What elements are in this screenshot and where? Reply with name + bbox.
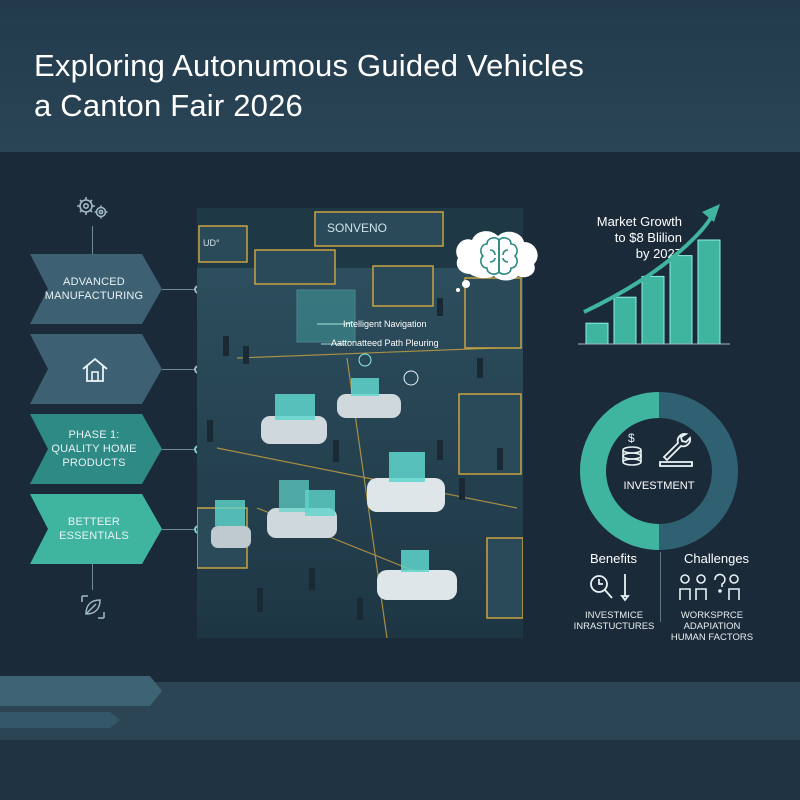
title-line-1: Exploring Autonumous Guided Vehicles — [34, 48, 585, 83]
investment-label: INVESTMENT — [623, 480, 695, 492]
dollar-marker — [403, 370, 419, 386]
question-icon — [714, 573, 740, 600]
footer-accent-band — [0, 676, 162, 706]
growth-arrow-head — [702, 204, 720, 222]
market-line: to $8 Blilion — [614, 230, 682, 245]
navigation-marker — [358, 353, 372, 367]
house-icon — [82, 357, 108, 382]
thought-bubble — [456, 231, 538, 292]
growth-bar — [669, 255, 693, 345]
growth-bar — [585, 322, 609, 345]
challenges-line: ADAPIATION — [683, 621, 741, 632]
footer-base — [0, 740, 800, 800]
challenges-text: WORKSPRCE ADAPIATION HUMAN FACTORS — [664, 610, 760, 643]
stage-label: ADVANCED MANUFACTURING — [44, 254, 144, 324]
header-banner: Exploring Autonumous Guided Vehicles a C… — [0, 0, 800, 152]
chevron-shape — [30, 414, 162, 484]
svg-text:$: $ — [628, 431, 635, 445]
timeline-line — [92, 226, 93, 254]
callout-intelligent-navigation: Intelligent Navigation — [343, 319, 427, 329]
challenges-line: HUMAN FACTORS — [670, 632, 754, 643]
stage-line: MANUFACTURING — [44, 290, 144, 302]
stage-line: PHASE 1: — [68, 429, 120, 441]
connector — [162, 449, 196, 450]
growth-bar — [613, 296, 637, 345]
investment-ring — [580, 392, 738, 550]
expo-scene: UD° SONVENO Intelligent Navigation Aatto… — [197, 208, 523, 638]
challenges-heading: Challenges — [684, 551, 750, 566]
brain-icon — [480, 237, 518, 275]
stage-label: PHASE 1: QUALITY HOME PRODUCTS — [44, 414, 144, 484]
section-divider — [660, 552, 661, 622]
ring-segment-left — [580, 392, 660, 550]
benefits-line: INVESTMICE — [584, 610, 644, 621]
expo-hall-illustration: UD° SONVENO Intelligent Navigation Aatto… — [197, 208, 523, 638]
coins-icon: $ — [622, 431, 642, 466]
ring-segment-right — [658, 392, 738, 550]
growth-bar — [697, 239, 721, 345]
stage-line: BETTEER — [67, 516, 121, 528]
stage-line: QUALITY HOME — [51, 443, 137, 455]
leaf-icon — [81, 595, 105, 619]
growth-bars — [585, 239, 721, 345]
people-icon — [679, 574, 707, 600]
timeline-line — [92, 564, 93, 590]
connector — [162, 289, 196, 290]
connector — [162, 369, 196, 370]
stage-home — [30, 334, 162, 404]
connector — [162, 529, 196, 530]
booth-sign-right: SONVENO — [327, 221, 387, 235]
title-line-2: a Canton Fair 2026 — [34, 88, 303, 123]
chevron-shape — [30, 254, 162, 324]
magnifier-icon — [590, 575, 613, 599]
benefits-text: INVESTMICE INRASTUCTURES — [572, 610, 656, 632]
pen-icon — [620, 574, 630, 602]
chevron-shape — [30, 494, 162, 564]
crowd — [207, 298, 503, 620]
booth-sign-left: UD° — [203, 238, 220, 248]
stage-label: BETTEER ESSENTIALS — [44, 494, 144, 564]
growth-bar — [641, 275, 665, 345]
market-growth-chart — [578, 204, 730, 345]
stage-line: PRODUCTS — [62, 457, 126, 469]
page-title: Exploring Autonumous Guided Vehicles a C… — [34, 46, 584, 126]
callout-path-planning: Aattonatteed Path Pleuring — [331, 338, 439, 348]
stage-better-essentials: BETTEER ESSENTIALS — [30, 494, 162, 564]
market-line: Market Growth — [596, 214, 682, 229]
stage-line: ESSENTIALS — [59, 530, 129, 542]
chevron-shape — [30, 334, 162, 404]
gears-icon — [77, 197, 108, 219]
benefits-line: INRASTUCTURES — [573, 621, 655, 632]
stage-line: ADVANCED — [63, 276, 125, 288]
growth-arrow — [583, 211, 716, 314]
wrench-icon — [659, 433, 693, 467]
stage-advanced-manufacturing: ADVANCED MANUFACTURING — [30, 254, 162, 324]
footer-accent-band — [0, 712, 120, 728]
benefits-heading: Benefits — [590, 551, 637, 566]
agv-vehicles — [211, 378, 457, 600]
stage-quality-home-products: PHASE 1: QUALITY HOME PRODUCTS — [30, 414, 162, 484]
challenges-line: WORKSPRCE — [680, 610, 744, 621]
